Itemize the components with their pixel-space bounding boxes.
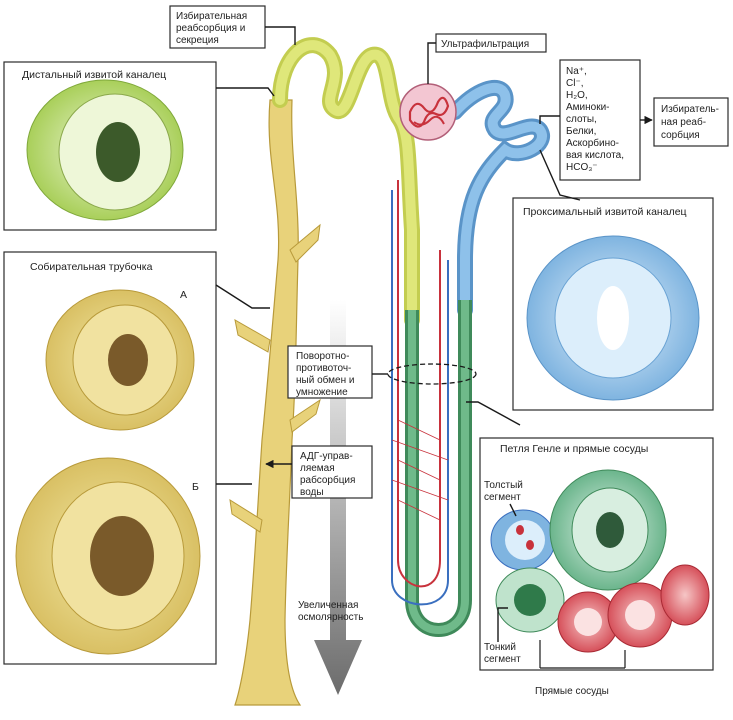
osmolarity-label: Увеличенная осмолярность [298,600,363,623]
solute-ascorbic-2: вая кислота, [566,150,624,161]
thin-segment-line2: сегмент [484,654,521,665]
countercurrent-callout: Поворотно- противоточ- ный обмен и умнож… [287,345,477,399]
solute-amino-1: Аминоки- [566,102,610,113]
solute-na: Na⁺, [566,66,587,77]
proximal-title: Проксимальный извитой каналец [523,206,687,218]
distal-title: Дистальный извитой каналец [22,69,166,81]
solute-ascorbic-1: Аскорбино- [566,137,619,149]
collecting-duct [229,99,321,706]
solute-h2o: H₂O, [566,90,588,101]
collecting-panel: Собирательная трубочка А Б [3,251,270,665]
thin-segment-line1: Тонкий [484,642,516,653]
proximal-tubule [447,79,550,318]
selective-secretion-line1: Избирательная [176,10,247,22]
osmolarity-line1: Увеличенная [298,600,358,611]
thick-segment-line1: Толстый [484,480,523,491]
selective-secretion-line3: секреция [176,35,219,46]
proximal-panel: Проксимальный извитой каналец [512,149,714,411]
adh-line2: ляемая [300,463,335,474]
osmolarity-line2: осмолярность [298,612,363,623]
distal-panel: Дистальный извитой каналец [3,61,275,231]
countercurrent-line1: Поворотно- [296,351,349,362]
ultrafiltration-callout: Ультрафильтрация [427,33,547,84]
adh-line4: воды [300,487,324,498]
loop-panel: Петля Генле и прямые сосуды Толстый сегм… [466,401,714,671]
solute-cl: Cl⁻, [566,78,584,89]
countercurrent-line4: умножение [296,387,348,398]
selective-reabs-line1: Избиратель- [661,103,719,115]
selective-secretion-callout: Избирательная реабсорбция и секреция [169,5,296,49]
ultrafiltration-label: Ультрафильтрация [441,38,529,50]
selective-secretion-line2: реабсорбция и [176,22,245,34]
adh-line1: АДГ-управ- [300,451,353,462]
solutes-callout: Na⁺, Cl⁻, H₂O, Аминоки- слоты, Белки, Ас… [539,59,653,181]
glomerulus [399,83,457,141]
loop-panel-title: Петля Генле и прямые сосуды [500,443,648,455]
loop-of-henle [405,300,472,637]
countercurrent-line3: ный обмен и [296,374,354,386]
marker-a: А [180,289,187,301]
thick-segment-line2: сегмент [484,492,521,503]
selective-reabs-callout: Избиратель- ная реаб- сорбция [653,97,729,147]
marker-b: Б [192,481,199,493]
selective-reabs-line3: сорбция [661,129,700,141]
blood-vessels [391,180,449,606]
solute-hco3: HCO₃⁻ [566,162,598,173]
adh-callout: АДГ-управ- ляемая рабсорбция воды [265,445,373,499]
selective-reabs-line2: ная реаб- [661,116,706,128]
solute-protein: Белки, [566,126,596,137]
solute-amino-2: слоты, [566,114,597,125]
countercurrent-line2: противоточ- [296,363,351,374]
vasa-recta-label: Прямые сосуды [535,686,609,697]
collecting-title: Собирательная трубочка [30,261,153,273]
distal-tubule [272,37,420,328]
adh-line3: рабсорбция [300,474,355,486]
